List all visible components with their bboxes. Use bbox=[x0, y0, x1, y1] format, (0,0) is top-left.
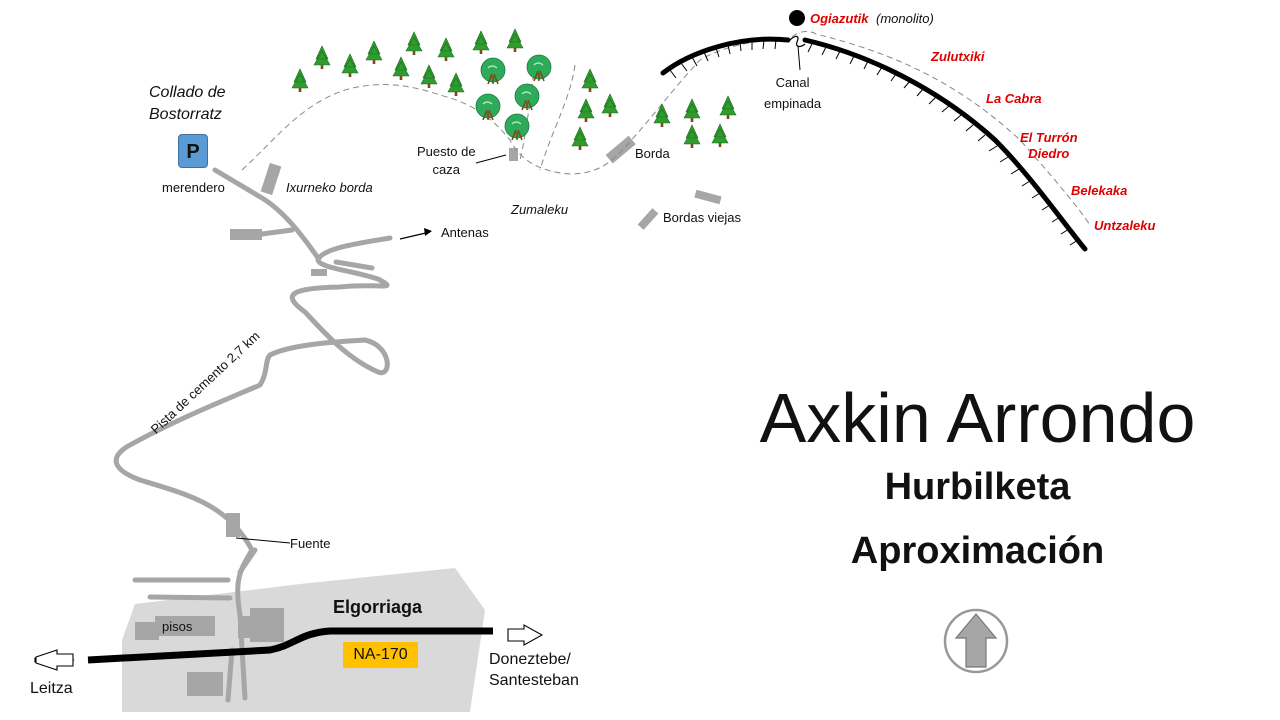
conifer-tree-icon bbox=[405, 31, 423, 56]
deciduous-tree-icon bbox=[526, 54, 552, 82]
deciduous-tree-icon bbox=[504, 113, 530, 141]
label-antenas: Antenas bbox=[441, 225, 489, 240]
deciduous-tree-icon bbox=[475, 93, 501, 121]
footpath bbox=[241, 30, 1091, 226]
conifer-tree-icon bbox=[447, 72, 465, 97]
deciduous-trees bbox=[475, 54, 552, 141]
building-borda bbox=[605, 135, 636, 164]
label-doneztebe: Doneztebe/ Santesteban bbox=[489, 651, 579, 689]
building-ixurneko bbox=[260, 162, 282, 196]
conifer-tree-icon bbox=[653, 103, 671, 128]
conifer-tree-icon bbox=[420, 64, 438, 89]
route-label: Untzaleku bbox=[1094, 218, 1156, 233]
label-village: Elgorriaga bbox=[333, 597, 423, 617]
path-branch bbox=[539, 64, 576, 171]
crest-left bbox=[660, 36, 791, 79]
building-puesto bbox=[509, 148, 518, 161]
building-pisos bbox=[155, 616, 215, 636]
conifer-tree-icon bbox=[437, 37, 455, 62]
building-bordas-viejas-2 bbox=[637, 208, 659, 230]
route-label: La Cabra bbox=[986, 91, 1042, 106]
arrow-to-doneztebe bbox=[507, 624, 544, 646]
conifer-tree-icon bbox=[581, 68, 599, 93]
cement-track bbox=[113, 167, 393, 703]
building bbox=[135, 622, 159, 640]
conifer-tree-icon bbox=[506, 28, 524, 53]
conifer-tree-icon bbox=[365, 40, 383, 65]
subtitle-basque: Hurbilketa bbox=[884, 466, 1071, 508]
leader-fuente bbox=[235, 537, 291, 544]
conifer-tree-icon bbox=[291, 68, 309, 93]
conifer-tree-icon bbox=[392, 56, 410, 81]
parking-icon: P bbox=[178, 134, 208, 168]
label-fuente: Fuente bbox=[290, 536, 331, 551]
label-zumaleku: Zumaleku bbox=[511, 202, 569, 217]
conifer-tree-icon bbox=[313, 45, 331, 70]
label-pisos: pisos bbox=[162, 619, 193, 634]
route-label: Zulutxiki bbox=[931, 49, 985, 64]
label-leitza: Leitza bbox=[30, 680, 73, 697]
conifer-tree-icon bbox=[571, 126, 589, 151]
label-merendero: merendero bbox=[162, 180, 225, 195]
conifer-tree-icon bbox=[601, 93, 619, 118]
label-puesto: Puesto de caza bbox=[417, 144, 476, 177]
summit-point-icon bbox=[789, 10, 805, 26]
label-borda: Borda bbox=[635, 146, 670, 161]
subtitle-spanish: Aproximación bbox=[850, 530, 1105, 572]
leader-canal bbox=[797, 45, 801, 71]
building-bordas-viejas-1 bbox=[694, 189, 722, 205]
path-branch bbox=[519, 63, 536, 161]
route-label: Belekaka bbox=[1071, 183, 1128, 198]
canal bbox=[789, 35, 806, 48]
label-bordas-viejas: Bordas viejas bbox=[663, 210, 742, 225]
arrow-leitza-body bbox=[35, 649, 74, 671]
conifer-tree-icon bbox=[341, 53, 359, 78]
conifer-tree-icon bbox=[472, 30, 490, 55]
conifer-tree-icon bbox=[711, 123, 729, 148]
main-road bbox=[87, 627, 493, 664]
conifer-tree-icon bbox=[719, 95, 737, 120]
conifer-tree-icon bbox=[683, 98, 701, 123]
crest-right bbox=[802, 37, 1088, 252]
deciduous-tree-icon bbox=[514, 83, 540, 111]
leader-puesto bbox=[475, 154, 507, 164]
building bbox=[311, 269, 327, 276]
label-canal: Canal empinada bbox=[764, 75, 822, 111]
page-title: Axkin Arrondo bbox=[759, 379, 1196, 457]
deciduous-tree-icon bbox=[480, 57, 506, 85]
conifer-tree-icon bbox=[683, 124, 701, 149]
north-arrow-icon bbox=[943, 608, 1009, 674]
road-badge: NA-170 bbox=[343, 642, 418, 668]
label-summit: Ogiazutik bbox=[810, 11, 869, 26]
route-label: El Turrón Diedro bbox=[1020, 130, 1078, 161]
buildings bbox=[135, 135, 722, 696]
label-summit-note: (monolito) bbox=[876, 11, 934, 26]
label-collado: Collado de Bostorratz bbox=[149, 84, 226, 123]
building-merendero bbox=[230, 229, 262, 240]
label-ixurneko: Ixurneko borda bbox=[286, 180, 373, 195]
building bbox=[187, 672, 223, 696]
conifer-tree-icon bbox=[577, 98, 595, 123]
